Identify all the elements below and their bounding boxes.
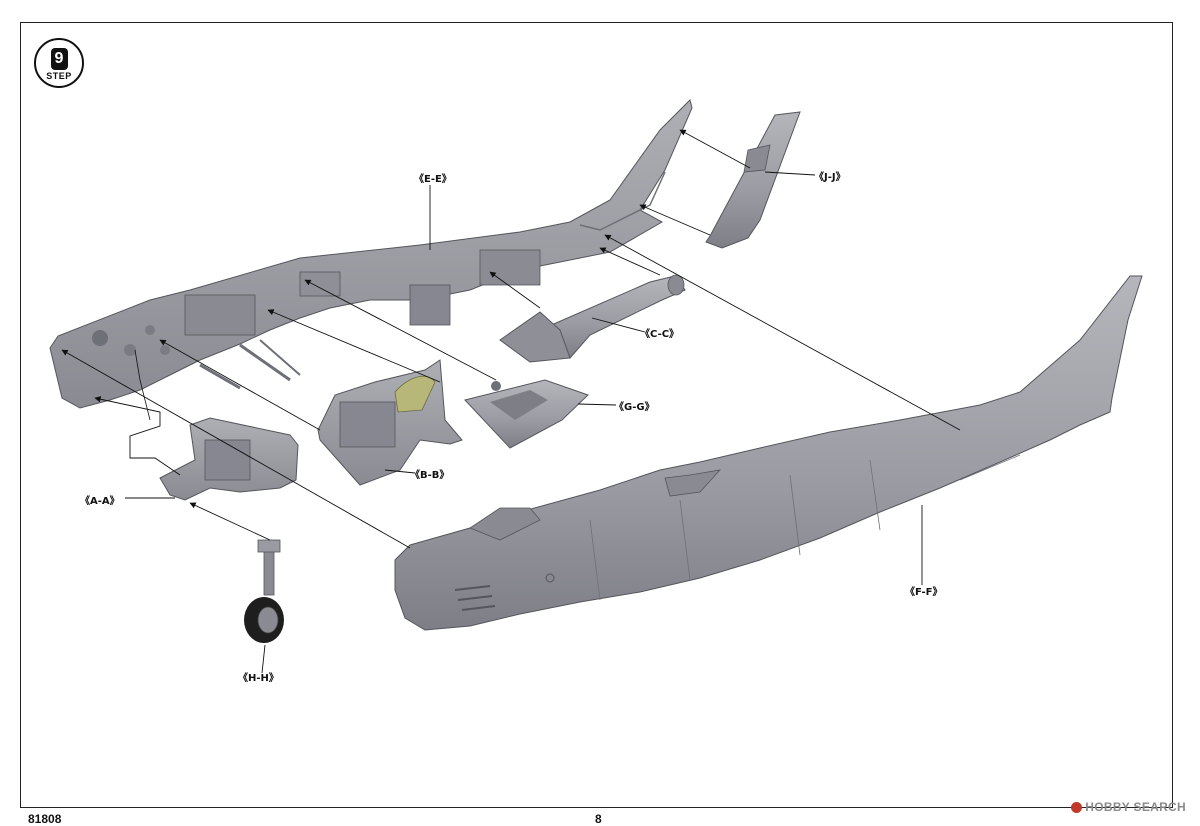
callout-h-h: 《H-H》 — [238, 673, 279, 684]
callout-b-b: 《B-B》 — [410, 470, 450, 481]
watermark-logo-icon — [1071, 801, 1083, 813]
step-label: STEP — [46, 70, 72, 81]
nose-gear-part — [244, 539, 284, 643]
page-frame — [20, 22, 1173, 808]
kit-number: 81808 — [28, 812, 62, 826]
cockpit-tub-part — [317, 359, 463, 486]
callout-g-g: 《G-G》 — [614, 402, 655, 413]
left-fuselage-half — [49, 99, 693, 409]
watermark-text: HOBBY SEARCH — [1085, 800, 1186, 814]
callout-c-c: 《C-C》 — [640, 329, 680, 340]
watermark: HOBBY SEARCH — [1071, 800, 1186, 814]
exhaust-pipe-part — [499, 274, 686, 363]
page-number: 8 — [595, 812, 602, 826]
step-badge: 9 STEP — [34, 38, 84, 88]
callout-a-a: 《A-A》 — [80, 496, 120, 507]
fuselage-assembly — [394, 275, 1143, 631]
rudder-part — [705, 111, 801, 249]
callout-e-e: 《E-E》 — [414, 174, 452, 185]
nose-wheel-well-part — [159, 417, 299, 501]
step-number: 9 — [50, 47, 68, 70]
assembly-arrows — [61, 129, 961, 549]
callout-j-j: 《J-J》 — [814, 172, 846, 183]
tray-part — [464, 379, 589, 449]
callout-leaders — [125, 171, 923, 674]
callout-f-f: 《F-F》 — [905, 587, 943, 598]
